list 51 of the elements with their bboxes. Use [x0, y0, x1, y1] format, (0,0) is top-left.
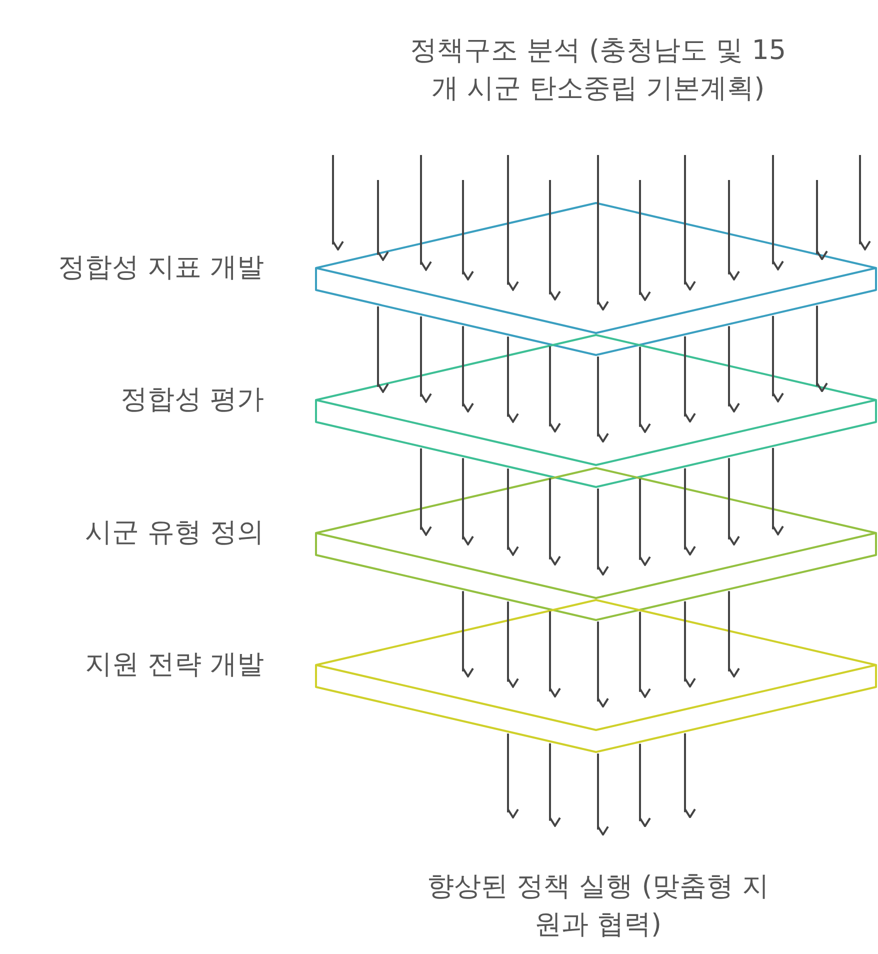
flow-arrow — [816, 306, 828, 392]
flow-arrow — [597, 488, 609, 576]
flow-arrow — [549, 346, 561, 432]
flow-arrow — [728, 180, 740, 280]
layer-label: 정합성 지표 개발 — [58, 251, 264, 285]
flow-arrow — [639, 478, 651, 566]
flow-arrow — [597, 356, 609, 443]
flow-arrow — [507, 602, 519, 688]
flow-arrow — [462, 326, 474, 412]
flow-arrow — [507, 336, 519, 423]
flow-arrow — [684, 733, 696, 818]
flow-arrow — [772, 155, 784, 270]
flow-arrow — [728, 458, 740, 546]
flow-arrow — [639, 744, 651, 828]
flow-arrow — [420, 448, 432, 536]
flow-arrow — [728, 591, 740, 678]
flow-arrow — [420, 316, 432, 403]
flow-arrow — [549, 743, 561, 827]
flow-arrow — [684, 601, 696, 688]
flow-arrow — [597, 622, 609, 708]
flow-arrow — [684, 468, 696, 556]
flow-arrow — [684, 336, 696, 423]
flow-arrow — [420, 155, 432, 271]
flow-arrow — [684, 155, 696, 291]
flow-arrow — [597, 155, 609, 311]
flow-arrow — [549, 180, 561, 300]
flow-arrow — [728, 326, 740, 412]
input-label: 정책구조 분석 (충청남도 및 15개 시군 탄소중립 기본계획) — [408, 34, 788, 106]
flow-arrow — [507, 468, 519, 556]
layer-label: 지원 전략 개발 — [84, 648, 264, 682]
flow-arrow — [462, 458, 474, 546]
layer-label: 시군 유형 정의 — [84, 516, 264, 550]
flow-arrow — [507, 734, 519, 818]
flow-arrow — [639, 346, 651, 433]
flow-arrow — [377, 306, 389, 393]
flow-arrow — [772, 316, 784, 402]
flow-arrow — [332, 155, 344, 250]
outcome-label: 향상된 정책 실행 (맞춤형 지원과 협력) — [426, 870, 770, 942]
flow-arrow — [859, 155, 871, 250]
flow-arrow — [639, 180, 651, 301]
flow-arrow — [816, 180, 828, 260]
flow-arrow — [377, 180, 389, 261]
layer-label: 정합성 평가 — [120, 383, 264, 417]
flow-arrow — [772, 448, 784, 536]
flow-arrow — [597, 754, 609, 836]
flow-arrow — [549, 611, 561, 698]
flow-arrow — [507, 155, 519, 291]
flow-arrow — [639, 612, 651, 698]
flow-arrow — [549, 478, 561, 566]
flow-arrow — [462, 180, 474, 280]
flow-arrow — [462, 591, 474, 678]
